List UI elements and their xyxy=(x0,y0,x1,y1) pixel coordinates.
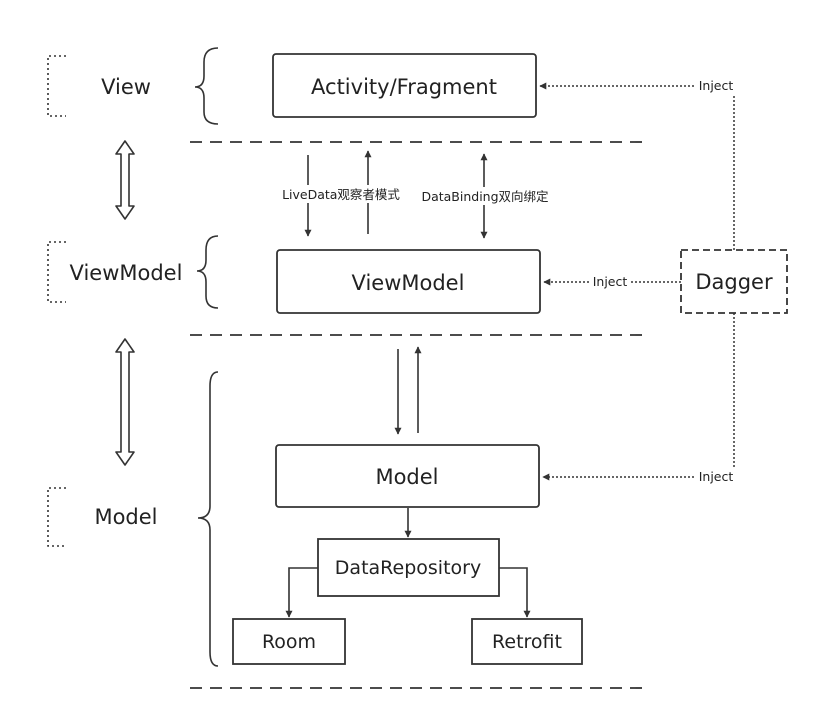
dotted-bracket xyxy=(47,487,66,547)
retrofit-label: Retrofit xyxy=(492,631,562,653)
room-label: Room xyxy=(262,631,316,653)
layer-viewmodel: ViewModel xyxy=(47,235,219,309)
room-box: Room xyxy=(232,618,346,665)
curly-brace xyxy=(194,47,219,125)
dagger-box: Dagger xyxy=(680,249,788,314)
inject-view-label: Inject xyxy=(699,78,734,93)
curly-brace xyxy=(196,235,219,309)
dagger-to-model-line xyxy=(542,313,735,481)
dotted-bracket xyxy=(47,241,66,303)
hollow-double-arrow-viewmodel-model xyxy=(115,338,135,466)
curly-brace xyxy=(197,371,219,667)
inject-viewmodel-label: Inject xyxy=(593,274,628,289)
data-repository-label: DataRepository xyxy=(335,557,481,579)
activity-fragment-label: Activity/Fragment xyxy=(311,75,497,99)
viewmodel-label: ViewModel xyxy=(352,271,465,295)
layer-label-model: Model xyxy=(94,505,157,529)
layer-label-view: View xyxy=(101,75,151,99)
hollow-double-arrow-view-viewmodel xyxy=(115,140,135,220)
dagger-to-view-line xyxy=(539,82,735,250)
repository-to-retrofit-arrow xyxy=(499,567,531,618)
repository-to-room-arrow xyxy=(285,567,318,618)
layer-model: Model xyxy=(47,371,219,667)
dagger-label: Dagger xyxy=(695,270,773,294)
data-repository-box: DataRepository xyxy=(317,538,500,597)
activity-fragment-box: Activity/Fragment xyxy=(272,53,537,118)
livedata-label: LiveData观察者模式 xyxy=(282,187,400,202)
viewmodel-box: ViewModel xyxy=(276,249,541,314)
model-box: Model xyxy=(275,444,540,508)
retrofit-box: Retrofit xyxy=(471,618,583,665)
dotted-bracket xyxy=(47,55,66,117)
layer-label-viewmodel: ViewModel xyxy=(70,261,183,285)
inject-model-label: Inject xyxy=(699,469,734,484)
databinding-label: DataBinding双向绑定 xyxy=(421,189,548,204)
model-label: Model xyxy=(375,465,438,489)
layer-view: View xyxy=(47,47,219,125)
